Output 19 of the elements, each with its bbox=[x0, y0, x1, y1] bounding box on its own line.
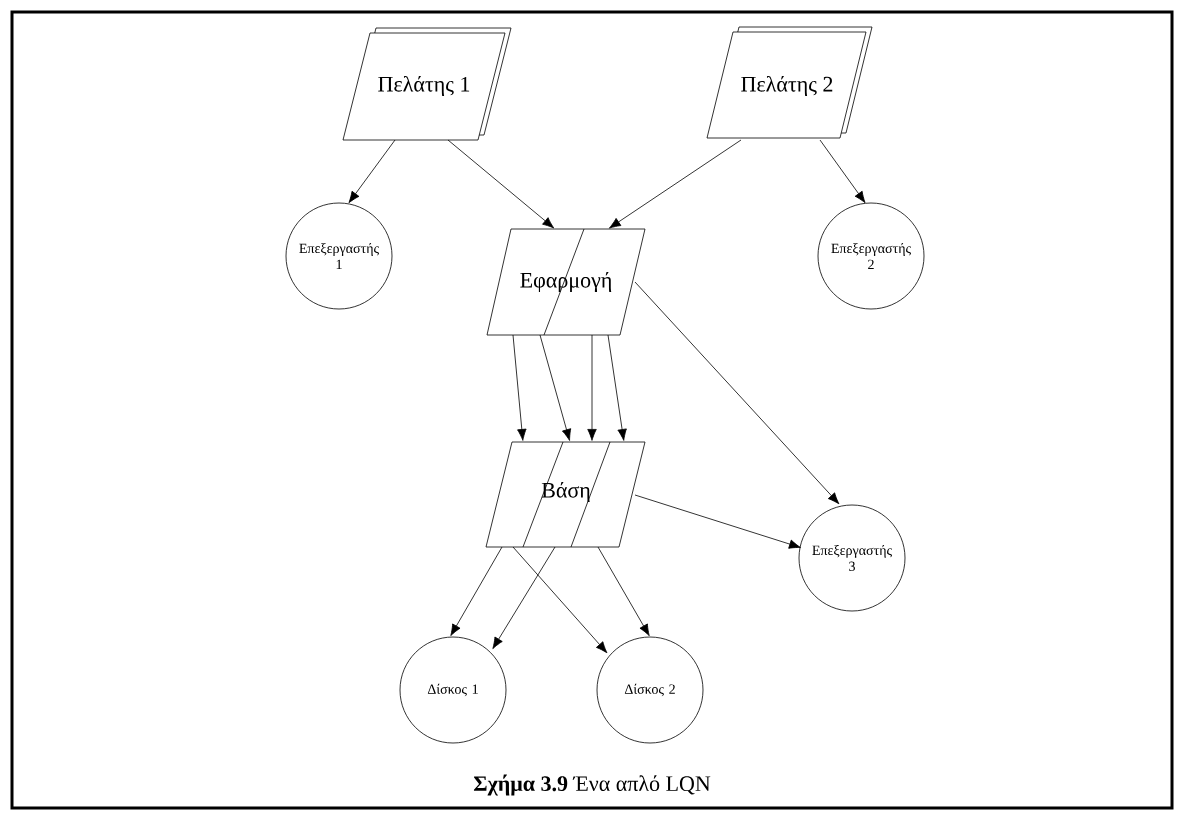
client-parallelogram: Πελάτης 1 bbox=[342, 27, 512, 141]
arrow bbox=[634, 494, 801, 549]
task-parallelogram: Εφαρμογή bbox=[486, 228, 646, 336]
arrow bbox=[819, 139, 866, 204]
arrow bbox=[348, 139, 396, 204]
arrow bbox=[587, 334, 597, 441]
arrow bbox=[634, 281, 840, 505]
arrow bbox=[608, 139, 742, 229]
arrow bbox=[447, 139, 555, 229]
arrow bbox=[597, 546, 650, 636]
caption: Σχήμα 3.9 Ένα απλό LQN bbox=[473, 774, 711, 796]
arrow bbox=[607, 334, 627, 441]
client-parallelogram: Πελάτης 2 bbox=[706, 26, 873, 139]
arrow bbox=[450, 546, 503, 636]
arrow bbox=[512, 334, 527, 441]
arrow bbox=[512, 546, 608, 654]
arrow bbox=[492, 546, 556, 650]
task-parallelogram: Βάση bbox=[485, 441, 646, 548]
arrow bbox=[539, 334, 572, 441]
